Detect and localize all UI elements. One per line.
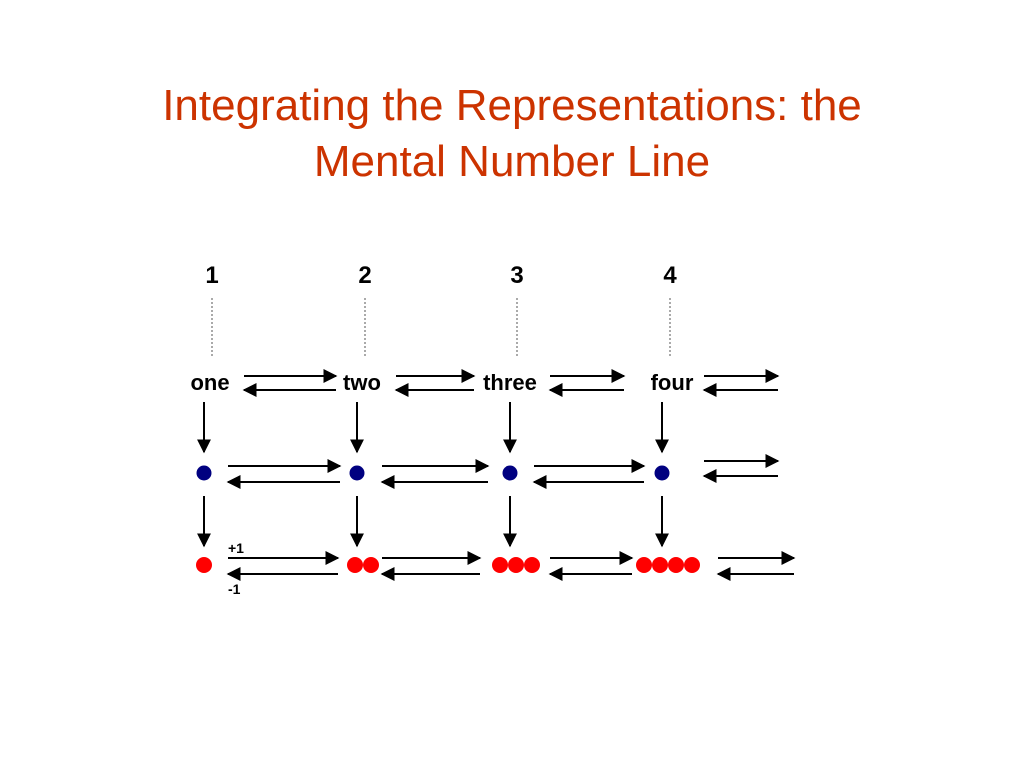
count-dot-3-1 <box>492 557 508 573</box>
word-one: one <box>190 370 229 395</box>
count-dot-3-3 <box>524 557 540 573</box>
word-four: four <box>651 370 694 395</box>
count-dot-4-1 <box>636 557 652 573</box>
numeral-4: 4 <box>663 262 677 289</box>
word-two: two <box>343 370 381 395</box>
title-line-2: Mental Number Line <box>313 137 711 186</box>
numeral-3: 3 <box>510 262 523 289</box>
count-dot-2-1 <box>347 557 363 573</box>
count-dot-4-4 <box>684 557 700 573</box>
count-dot-2-2 <box>363 557 379 573</box>
count-dot-4-3 <box>668 557 684 573</box>
single-dot-4 <box>654 465 670 481</box>
slide-title: Integrating the Representations: the Men… <box>62 78 962 190</box>
single-dot-1 <box>196 465 212 481</box>
numeral-2: 2 <box>358 262 371 289</box>
count-dot-4-2 <box>652 557 668 573</box>
count-dot-3-2 <box>508 557 524 573</box>
count-dot-1-1 <box>196 557 212 573</box>
single-dot-2 <box>349 465 365 481</box>
numeral-1: 1 <box>205 262 218 289</box>
title-line-1: Integrating the Representations: the <box>162 81 862 130</box>
single-dot-3 <box>502 465 518 481</box>
minus-one-label: -1 <box>228 581 241 597</box>
plus-one-label: +1 <box>228 540 244 556</box>
word-three: three <box>483 370 537 395</box>
